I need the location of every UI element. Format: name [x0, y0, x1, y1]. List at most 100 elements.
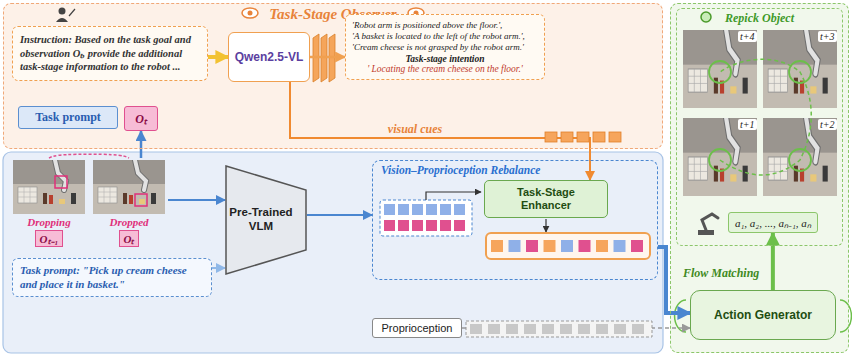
connector — [168, 199, 225, 201]
scene-photo — [683, 118, 757, 196]
connector — [290, 82, 590, 180]
node-text: Proprioception — [377, 322, 457, 334]
token — [544, 240, 556, 252]
token-frame — [486, 233, 650, 259]
connector — [208, 55, 228, 59]
token — [526, 240, 538, 252]
token-frame — [380, 200, 472, 236]
node-text: Qwen2.5-VL — [235, 50, 304, 64]
connector — [771, 233, 775, 290]
flow-arrow — [545, 219, 546, 232]
scene-photo — [763, 118, 837, 196]
token — [440, 220, 451, 231]
token-frame — [466, 321, 652, 337]
flow-swirl — [675, 300, 686, 332]
token — [561, 240, 573, 252]
focus-circle — [789, 61, 811, 83]
frame-label: t+4 — [738, 31, 757, 42]
node-text: Task-stage intention — [352, 54, 538, 64]
token — [578, 324, 590, 334]
enhancer-box: Task-Stage Enhancer — [484, 180, 608, 218]
node-text: Task prompt: "Pick up cream cheese and p… — [20, 263, 204, 292]
prompt-chip: Task prompt — [18, 106, 118, 129]
frame-label: t+3 — [818, 31, 837, 42]
token — [384, 204, 395, 215]
encoder-trapezoid: Pre-Trained VLM — [225, 165, 307, 275]
token — [579, 240, 591, 252]
token — [398, 204, 409, 215]
connector — [49, 154, 129, 158]
highlight-box — [135, 194, 147, 206]
highlight-box — [55, 176, 67, 188]
token — [509, 240, 521, 252]
node-text: Oₜ₋₁ — [35, 230, 64, 247]
status-dot — [701, 12, 711, 22]
token — [560, 324, 572, 334]
node-text: Action Generator — [714, 308, 812, 322]
node-text: 'Cream cheese is not grasped by the robo… — [352, 42, 538, 53]
token — [614, 240, 626, 252]
node-text: Dropping — [10, 216, 88, 228]
token — [561, 132, 573, 142]
rebalance-region: Vision–Proprioception RebalanceTask-Stag… — [372, 160, 658, 280]
observer-panel-ground — [3, 3, 663, 149]
token — [454, 204, 465, 215]
token — [614, 324, 626, 334]
token — [491, 240, 503, 252]
instruction-box: Instruction: Based on the task goal and … — [12, 26, 208, 81]
scene-photo — [93, 160, 165, 214]
teacher-head — [59, 8, 66, 15]
node-text: Repick Object — [725, 11, 794, 26]
eye-outline — [242, 8, 258, 18]
focus-circle — [709, 149, 731, 171]
focus-circle — [789, 149, 811, 171]
proprioception-tokens — [466, 321, 652, 337]
action-panel: Flow Matching Repick Object a₁, a₂, ..., a… — [670, 3, 849, 353]
teacher-pointer — [69, 9, 75, 16]
proprioception-box: Proprioception — [372, 318, 462, 338]
node-text: Task prompt — [23, 110, 113, 125]
vision-tokens — [380, 200, 472, 236]
token — [593, 132, 605, 142]
observation-chip: Oₜ — [124, 106, 158, 131]
token — [632, 324, 644, 334]
focus-circle — [709, 61, 731, 83]
token — [596, 240, 608, 252]
scene-photo — [763, 30, 837, 108]
observer-panel: Task-Stage ObserverInstruction: Based on… — [3, 3, 663, 149]
robot-icon — [698, 214, 718, 235]
token — [470, 324, 482, 334]
visual-cue-tokens — [545, 132, 621, 142]
connector — [140, 131, 143, 158]
flow-swirl — [840, 300, 851, 332]
token — [440, 204, 451, 215]
node-text: Flow Matching — [683, 266, 759, 281]
token — [398, 220, 409, 231]
connector — [310, 56, 345, 59]
node-text: 'A basket is located to the left of the … — [352, 31, 538, 42]
eye-pupil — [248, 11, 253, 16]
action-panel-ground — [670, 3, 849, 353]
model-box: Qwen2.5-VL — [228, 32, 310, 82]
prompt-box: Task prompt: "Pick up cream cheese and p… — [12, 258, 212, 297]
token — [412, 204, 423, 215]
token — [412, 220, 423, 231]
policy-panel-ground — [3, 152, 663, 353]
token — [609, 132, 621, 142]
observation-frame: DroppingOₜ₋₁ — [10, 158, 88, 247]
token — [596, 324, 608, 334]
token — [488, 324, 500, 334]
token — [454, 220, 465, 231]
connector — [307, 214, 372, 216]
teacher-icon — [56, 8, 75, 23]
fused-tokens — [486, 233, 650, 259]
frame-label: t+2 — [818, 119, 837, 130]
action-sequence-box: a₁, a₂, ..., aₙ₋₁, aₙ — [728, 212, 818, 233]
token — [542, 324, 554, 334]
edge-label: visual cues — [385, 122, 445, 137]
motion-trace — [720, 59, 811, 175]
robot-links — [702, 214, 718, 230]
